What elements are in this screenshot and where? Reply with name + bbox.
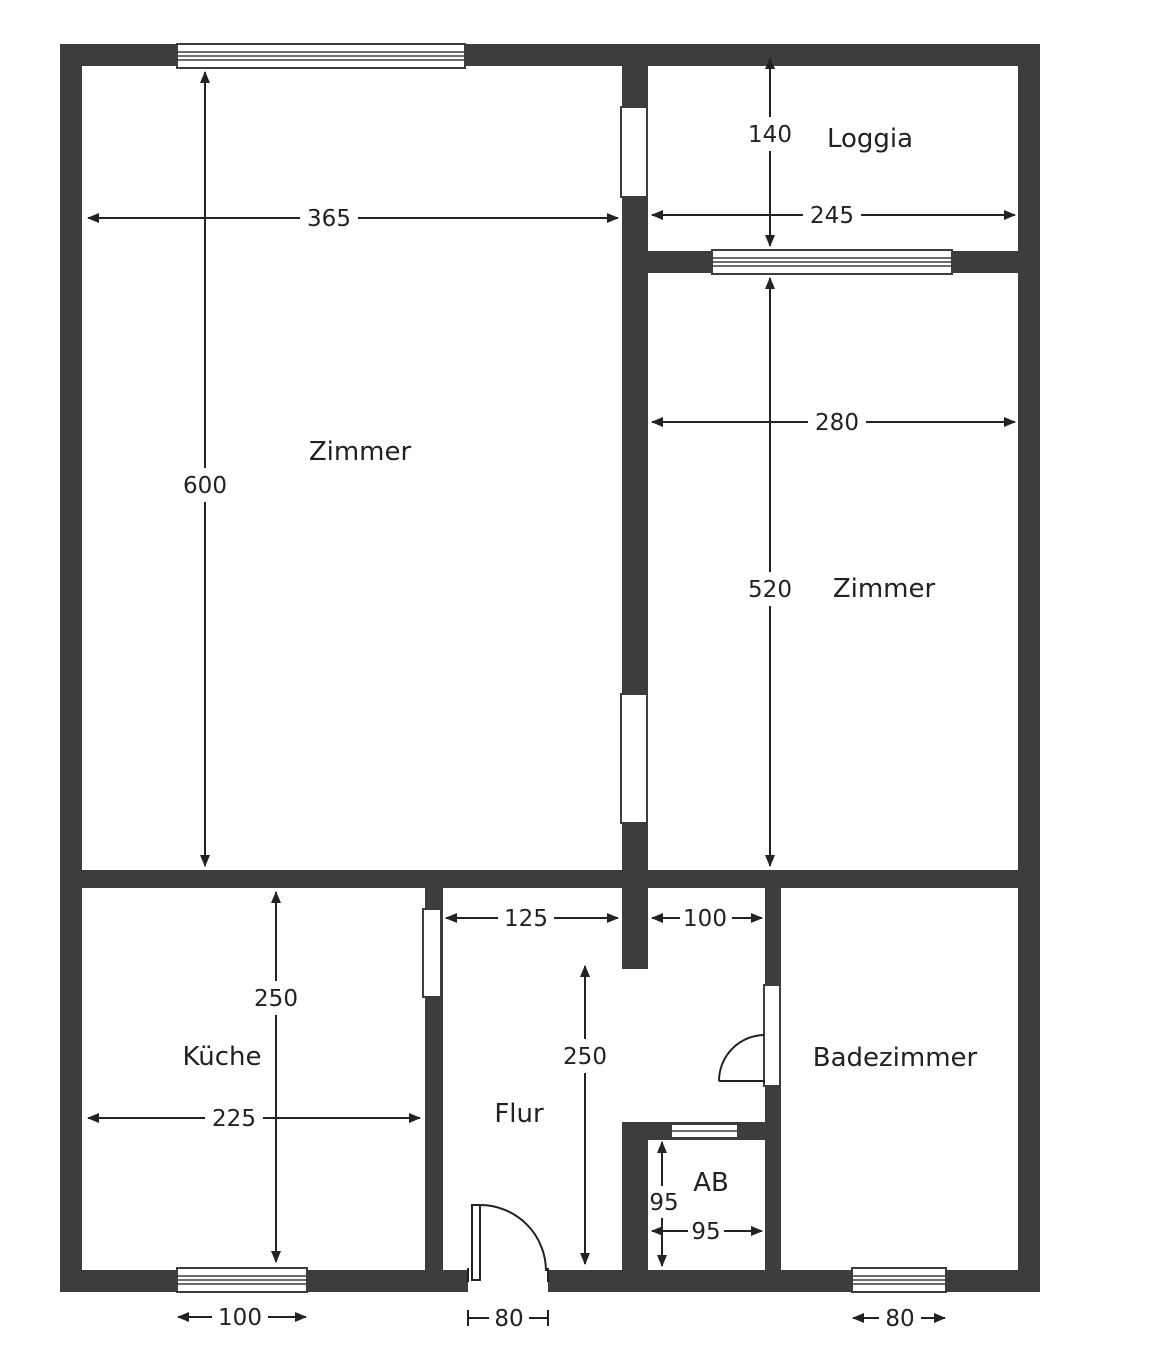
room-label-flur: Flur <box>494 1099 544 1129</box>
room-label-badezimmer: Badezimmer <box>813 1043 978 1073</box>
middle-wall-horizontal <box>60 870 1040 888</box>
window-kitchen <box>176 1267 308 1293</box>
dim-label-600: 600 <box>183 473 227 499</box>
ab-wall-left <box>622 1122 648 1292</box>
windows <box>176 43 953 1293</box>
dim-label-100-flur: 100 <box>683 906 727 932</box>
dim-label-245: 245 <box>810 203 854 229</box>
door-openings <box>422 106 781 1087</box>
dim-label-280: 280 <box>815 410 859 436</box>
room-label-loggia: Loggia <box>827 124 913 154</box>
dim-label-80-door: 80 <box>494 1306 523 1332</box>
entrance-door-swing <box>467 1204 549 1282</box>
dim-label-95-vertical: 95 <box>649 1190 678 1216</box>
dim-label-365: 365 <box>307 206 351 232</box>
window-top-left <box>176 43 466 69</box>
dim-label-250-kitchen: 250 <box>254 986 298 1012</box>
room-label-zimmer-left: Zimmer <box>309 437 412 467</box>
room-label-kueche: Küche <box>182 1042 261 1072</box>
dim-label-125: 125 <box>504 906 548 932</box>
door-swings <box>467 1034 766 1282</box>
dim-label-140: 140 <box>748 122 792 148</box>
bath-door-swing <box>718 1034 766 1082</box>
door-loggia-opening <box>620 106 648 198</box>
door-bath-opening <box>763 984 781 1087</box>
room-labels: Zimmer Zimmer Loggia Küche Flur Badezimm… <box>182 124 977 1198</box>
outer-wall-left <box>60 44 82 1292</box>
room-label-ab: AB <box>693 1168 729 1198</box>
dim-label-225: 225 <box>212 1106 256 1132</box>
dimension-labels: 365 600 140 245 280 520 250 225 125 100 … <box>180 117 921 1333</box>
window-ab <box>670 1123 739 1139</box>
outer-wall-bottom-right <box>548 1270 1040 1292</box>
door-zimmer-opening <box>620 693 648 824</box>
dim-label-80-window: 80 <box>885 1306 914 1332</box>
outer-wall-right <box>1018 44 1040 1292</box>
dim-label-520: 520 <box>748 577 792 603</box>
dim-label-250-flur: 250 <box>563 1044 607 1070</box>
door-kitchen-opening <box>422 908 442 998</box>
dim-label-100-window: 100 <box>218 1305 262 1331</box>
dimension-lines <box>87 57 1016 1326</box>
window-loggia <box>711 249 953 275</box>
room-label-zimmer-right: Zimmer <box>833 574 936 604</box>
dim-label-95-horizontal: 95 <box>691 1219 720 1245</box>
window-bath <box>851 1267 947 1293</box>
